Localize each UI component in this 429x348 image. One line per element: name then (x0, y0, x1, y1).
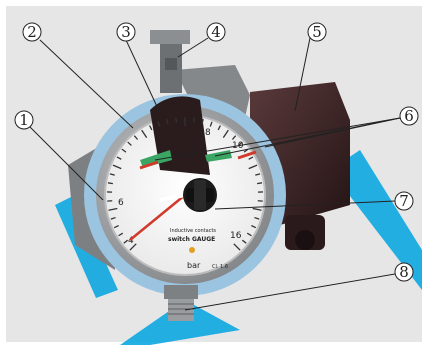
scale-tick (108, 183, 113, 184)
callout-6: 6 (404, 107, 414, 125)
dial-brand: switch GAUGE (168, 236, 215, 243)
dial-small-text: Inductive contacts (170, 228, 216, 234)
dial-unit: bar (187, 261, 201, 270)
callout-3: 3 (121, 23, 131, 41)
callout-1: 1 (19, 111, 29, 129)
brand-dot (189, 247, 195, 253)
callout-2: 2 (27, 23, 37, 41)
process-connection (164, 285, 198, 321)
adjustment-knob (183, 178, 217, 212)
scale-label: 16 (230, 231, 242, 241)
scale-label: 6 (118, 198, 124, 208)
dial-class: Cl. 1.6 (212, 264, 228, 270)
callout-7: 7 (399, 192, 409, 210)
scale-tick (176, 118, 177, 123)
callout-8: 8 (399, 263, 409, 281)
scale-tick (194, 118, 195, 123)
scale-label: 8 (205, 128, 211, 138)
callout-5: 5 (312, 23, 322, 41)
scale-tick (257, 183, 262, 184)
callout-4: 4 (211, 23, 221, 41)
